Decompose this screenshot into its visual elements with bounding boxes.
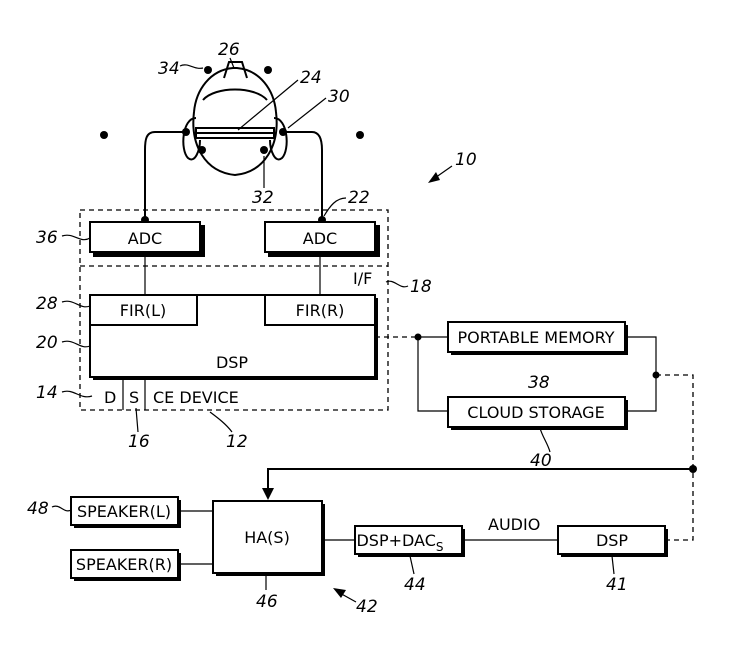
ce-device-label: CE DEVICE — [153, 388, 239, 407]
if-label: I/F — [353, 269, 372, 288]
dsp-out-block: DSP — [557, 525, 668, 557]
ce-device-boundary — [79, 209, 389, 411]
speaker-right-block: SPEAKER(R) — [70, 549, 181, 581]
cloud-storage-label: CLOUD STORAGE — [467, 403, 604, 422]
ref-40: 40 — [530, 451, 552, 471]
ref-41: 41 — [606, 575, 628, 595]
portable-memory-block: PORTABLE MEMORY — [447, 321, 628, 355]
ref-22: 22 — [348, 188, 370, 208]
ref-32: 32 — [252, 188, 274, 208]
ref-12: 12 — [226, 432, 248, 452]
ref-24: 24 — [300, 68, 322, 88]
ref-28: 28 — [36, 294, 58, 314]
adc-right-block: ADC — [264, 221, 380, 257]
ref-44: 44 — [404, 575, 426, 595]
ref-20: 20 — [36, 333, 58, 353]
adc-right-label: ADC — [303, 229, 337, 248]
fir-right-label: FIR(R) — [296, 301, 345, 320]
dsp-out-label: DSP — [596, 531, 628, 550]
s-label: S — [129, 388, 139, 407]
portable-memory-label: PORTABLE MEMORY — [458, 328, 615, 347]
ref-38: 38 — [528, 373, 550, 393]
ref-46: 46 — [256, 592, 278, 612]
ref-10: 10 — [455, 150, 477, 170]
ref-36: 36 — [36, 228, 58, 248]
svg-text:DSP+DACS: DSP+DACS — [356, 531, 443, 554]
dsp-dac-label: DSP+DAC — [356, 531, 435, 550]
ref-48: 48 — [27, 499, 49, 519]
audio-label: AUDIO — [488, 515, 540, 534]
ref-18: 18 — [410, 277, 432, 297]
d-label: D — [104, 388, 116, 407]
cloud-storage-block: CLOUD STORAGE — [447, 396, 628, 430]
ref-26: 26 — [218, 40, 240, 60]
surround-points — [100, 66, 364, 139]
ref-16: 16 — [128, 432, 150, 452]
dsp-main-block: FIR(L) FIR(R) DSP — [89, 294, 378, 380]
adc-left-block: ADC — [89, 221, 205, 257]
dsp-dac-block: DSP+DACS — [354, 525, 465, 557]
ref-34: 34 — [158, 59, 180, 79]
ref-30: 30 — [328, 87, 350, 107]
ha-label: HA(S) — [244, 528, 290, 547]
speaker-left-label: SPEAKER(L) — [77, 502, 171, 521]
dsp-main-label: DSP — [216, 353, 248, 372]
fir-left-label: FIR(L) — [120, 301, 166, 320]
ref-14: 14 — [36, 383, 58, 403]
speaker-right-label: SPEAKER(R) — [76, 555, 172, 574]
reference-numerals: 26 34 24 30 32 10 22 36 18 28 20 14 38 1… — [27, 40, 628, 617]
ha-block: HA(S) — [212, 500, 325, 576]
ref-42: 42 — [356, 597, 378, 617]
head-illustration — [182, 61, 288, 177]
speaker-left-block: SPEAKER(L) — [70, 496, 181, 528]
adc-left-label: ADC — [128, 229, 162, 248]
dsp-dac-subscript: S — [436, 540, 444, 554]
